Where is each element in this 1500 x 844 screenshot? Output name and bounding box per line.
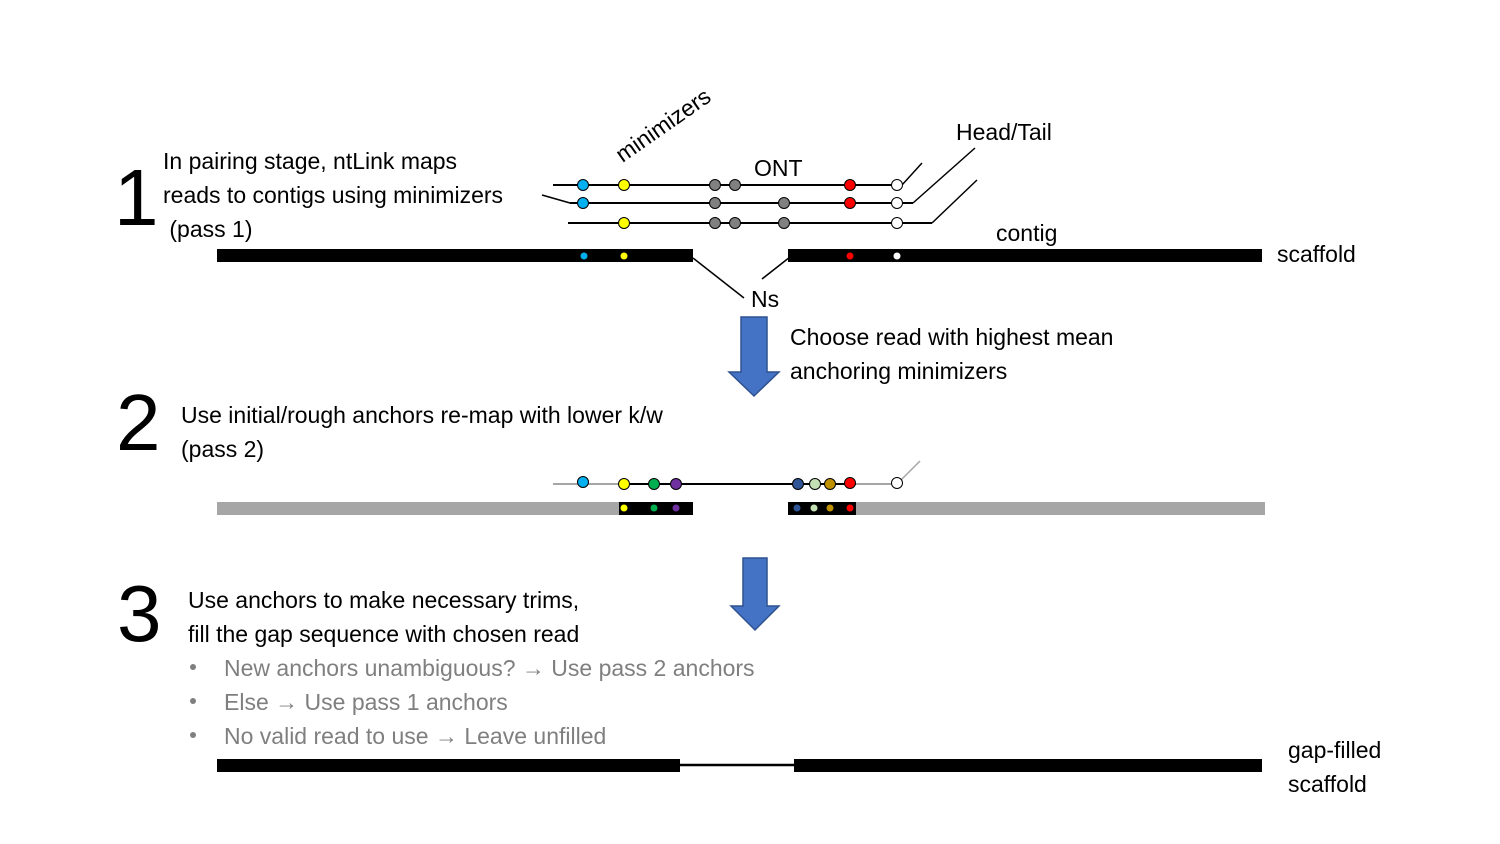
minimizer-dot: [729, 217, 741, 229]
pass2-minimizer-dot: [648, 478, 660, 490]
down-arrow-1: [727, 316, 781, 398]
minimizer-dot: [778, 197, 790, 209]
pass2-minimizer-dot: [891, 477, 903, 489]
pass2-contig-left-grey: [217, 502, 619, 515]
minimizer-dot: [729, 179, 741, 191]
bullet-dot: [190, 732, 196, 738]
pass2-contig-right-black: [788, 502, 856, 515]
head-tail-label: Head/Tail: [956, 119, 1052, 145]
minimizer-dot: [577, 179, 589, 191]
step-1-text-line1: In pairing stage, ntLink maps: [163, 148, 458, 174]
pass2-minimizer-dot: [670, 478, 682, 490]
step-3-bullet-3: No valid read to use → Leave unfilled: [224, 723, 607, 749]
scaffold-minimizer-dot: [893, 252, 901, 260]
minimizer-dot: [778, 217, 790, 229]
minimizer-dot: [618, 179, 630, 191]
ns-callout-right: [761, 256, 791, 280]
step-3-bullet-2: Else → Use pass 1 anchors: [224, 689, 508, 715]
gap-filled-scaffold-label-line2: scaffold: [1288, 771, 1367, 797]
arrow-1-text-line1: Choose read with highest mean: [790, 324, 1114, 350]
ont-label: ONT: [754, 155, 803, 181]
headtail-line-1: [901, 162, 923, 186]
pass2-scaffold-dot: [846, 504, 854, 512]
contig-label: contig: [996, 220, 1058, 246]
step-3-text-line1: Use anchors to make necessary trims,: [188, 587, 580, 613]
pass2-scaffold-dot: [826, 504, 834, 512]
pass2-minimizer-dot: [577, 476, 589, 488]
step-1-number: 1: [114, 153, 159, 242]
pass2-minimizer-dot: [844, 477, 856, 489]
step-3-number: 3: [117, 569, 162, 658]
ns-label: Ns: [751, 286, 780, 312]
step-2-text-line1: Use initial/rough anchors re-map with lo…: [181, 402, 663, 428]
pass2-minimizer-dot: [618, 478, 630, 490]
bullet-dot: [190, 698, 196, 704]
pass2-minimizer-dot: [792, 478, 804, 490]
scaffold-minimizer-dot: [620, 252, 628, 260]
gapfilled-contig-left: [217, 759, 680, 772]
contig-right: [788, 249, 1262, 262]
minimizer-dot: [891, 197, 903, 209]
pass2-scaffold-dot: [793, 504, 801, 512]
minimizer-dot: [844, 197, 856, 209]
ns-callout-left: [692, 257, 745, 299]
pass2-contig-right-grey: [856, 502, 1265, 515]
pass2-scaffold-dot: [672, 504, 680, 512]
step-3-text-line2: fill the gap sequence with chosen read: [188, 621, 580, 647]
step-1-text-line3: (pass 1): [163, 216, 253, 242]
pass2-scaffold-dot: [650, 504, 658, 512]
bullet-dot: [190, 664, 196, 670]
step-1-text-line2: reads to contigs using minimizers: [163, 182, 504, 208]
step-2-text-line2: (pass 2): [181, 436, 265, 462]
minimizer-dot: [891, 179, 903, 191]
gapfilled-contig-right: [794, 759, 1262, 772]
ont-read-2-tail: [541, 194, 571, 204]
headtail-line-3: [931, 179, 978, 224]
step-2-number: 2: [116, 378, 161, 467]
scaffold-minimizer-dot: [580, 252, 588, 260]
minimizer-dot: [844, 179, 856, 191]
headtail-line-2: [912, 147, 976, 204]
step-3-bullet-1: New anchors unambiguous? → Use pass 2 an…: [224, 655, 755, 681]
arrow-1-text-line2: anchoring minimizers: [790, 358, 1008, 384]
minimizer-dot: [618, 217, 630, 229]
minimizer-dot: [709, 217, 721, 229]
pass2-minimizer-dot: [809, 478, 821, 490]
gap-filled-scaffold-label-line1: gap-filled: [1288, 737, 1382, 763]
contig-left: [217, 249, 693, 262]
scaffold-label: scaffold: [1277, 241, 1356, 267]
scaffold-minimizer-dot: [846, 252, 854, 260]
pass2-scaffold-dot: [620, 504, 628, 512]
pass2-scaffold-dot: [810, 504, 818, 512]
pass2-minimizer-dot: [824, 478, 836, 490]
minimizer-dot: [577, 197, 589, 209]
minimizer-dot: [709, 197, 721, 209]
minimizer-dot: [891, 217, 903, 229]
down-arrow-2: [729, 557, 781, 632]
minimizer-dot: [709, 179, 721, 191]
